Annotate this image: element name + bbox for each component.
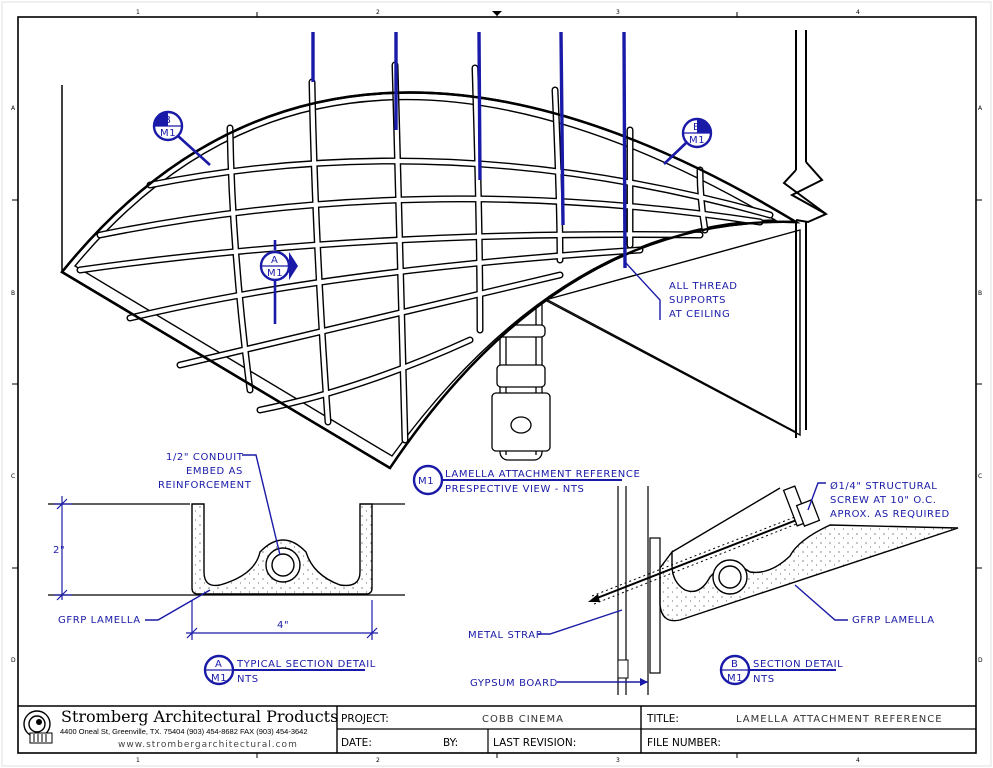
last-revision-label: LAST REVISION: xyxy=(493,737,576,749)
company-name: Stromberg Architectural Products xyxy=(61,707,338,726)
svg-text:M1: M1 xyxy=(211,673,227,684)
conduit-leader xyxy=(242,454,281,556)
gfrp-leader-right xyxy=(794,584,848,621)
section-marker-b-left: B M1 xyxy=(152,110,211,166)
structural-screw xyxy=(588,485,821,605)
svg-text:1/2" CONDUIT: 1/2" CONDUIT xyxy=(166,452,244,463)
svg-text:AT CEILING: AT CEILING xyxy=(669,309,730,320)
callout-m1: M1 LAMELLA ATTACHMENT REFERENCE PRESPECT… xyxy=(412,464,640,496)
grid-number-1-bottom: 1 xyxy=(136,757,140,764)
gfrp-leader-left xyxy=(145,589,211,621)
dim-4in: 4" xyxy=(277,620,289,631)
section-detail-b: Ø1/4" STRUCTURAL SCREW AT 10" O.C. APROX… xyxy=(468,480,959,695)
grid-ticks xyxy=(12,12,982,758)
svg-text:A: A xyxy=(271,255,278,266)
grid-number-2-bottom: 2 xyxy=(376,757,380,764)
svg-text:M1: M1 xyxy=(727,673,743,684)
wall-shadow-panel xyxy=(543,229,801,437)
svg-text:M1: M1 xyxy=(160,128,176,139)
svg-text:M1: M1 xyxy=(418,476,434,487)
dim-2in: 2" xyxy=(53,545,65,556)
section-marker-b-right: B M1 xyxy=(663,117,713,165)
date-label: DATE: xyxy=(341,737,372,749)
svg-text:REINFORCEMENT: REINFORCEMENT xyxy=(158,480,252,491)
grid-letter-c-right: C xyxy=(978,473,982,480)
svg-text:EMBED AS: EMBED AS xyxy=(186,466,243,477)
svg-text:ALL THREAD: ALL THREAD xyxy=(669,281,738,292)
all-thread-rods xyxy=(311,31,627,269)
title-block: Stromberg Architectural Products 4400 On… xyxy=(18,705,976,753)
metal-strap-leader xyxy=(538,609,623,635)
callout-a: A M1 TYPICAL SECTION DETAIL NTS xyxy=(203,654,376,686)
svg-text:A: A xyxy=(215,659,222,670)
company-address: 4400 Oneal St, Greenville, TX. 75404 (90… xyxy=(60,727,308,736)
company-website: www.strombergarchitectural.com xyxy=(118,740,298,750)
title-label: TITLE: xyxy=(646,713,679,725)
svg-text:M1: M1 xyxy=(267,268,283,279)
svg-text:B: B xyxy=(164,115,171,126)
gypsum-board-label: GYPSUM BOARD xyxy=(470,678,558,689)
grid-number-4-bottom: 4 xyxy=(856,757,860,764)
svg-text:M1: M1 xyxy=(689,135,705,146)
svg-text:B: B xyxy=(731,659,738,670)
typical-section-detail: 2" 4" 1/2" CONDUIT EMBED AS REINFORCEMEN… xyxy=(48,452,405,640)
grid-labels: 1 2 3 4 1 2 3 4 A B C D A B C D xyxy=(11,9,983,764)
all-thread-leader xyxy=(624,261,661,320)
project-label: PROJECT: xyxy=(341,713,389,725)
svg-text:LAMELLA ATTACHMENT REFERENCE: LAMELLA ATTACHMENT REFERENCE xyxy=(445,469,640,480)
svg-text:Ø1/4" STRUCTURAL: Ø1/4" STRUCTURAL xyxy=(830,480,937,492)
grid-letter-a-right: A xyxy=(978,105,983,112)
grid-number-3-bottom: 3 xyxy=(616,757,620,764)
grid-letter-c: C xyxy=(11,473,15,480)
all-thread-label: ALL THREAD SUPPORTS AT CEILING xyxy=(669,281,738,320)
svg-text:TYPICAL SECTION DETAIL: TYPICAL SECTION DETAIL xyxy=(236,659,376,670)
lamella-panel xyxy=(60,61,801,470)
svg-text:NTS: NTS xyxy=(237,674,259,685)
gfrp-label-left: GFRP LAMELLA xyxy=(58,615,141,626)
grid-number-3: 3 xyxy=(616,9,620,16)
svg-text:NTS: NTS xyxy=(753,674,775,685)
by-label: BY: xyxy=(443,737,458,749)
grid-letter-d-right: D xyxy=(978,657,983,664)
svg-text:SECTION DETAIL: SECTION DETAIL xyxy=(753,659,843,670)
svg-text:SUPPORTS: SUPPORTS xyxy=(669,295,726,306)
perspective-view: ALL THREAD SUPPORTS AT CEILING B M1 B M1 xyxy=(60,30,828,470)
svg-text:APROX. AS REQUIRED: APROX. AS REQUIRED xyxy=(830,509,950,520)
grid-letter-b-right: B xyxy=(978,290,982,297)
screw-leader xyxy=(807,482,826,511)
metal-strap-label: METAL STRAP xyxy=(468,630,542,641)
grid-number-1: 1 xyxy=(136,9,140,16)
company-logo xyxy=(23,710,53,744)
metal-strap xyxy=(649,537,661,674)
grid-number-4: 4 xyxy=(856,9,860,16)
callout-b: B M1 SECTION DETAIL NTS xyxy=(719,654,843,686)
svg-text:PRESPECTIVE VIEW - NTS: PRESPECTIVE VIEW - NTS xyxy=(445,484,584,495)
file-number-label: FILE NUMBER: xyxy=(647,737,721,749)
gfrp-label-right: GFRP LAMELLA xyxy=(852,615,935,626)
section-marker-a: A M1 xyxy=(259,240,298,324)
grid-number-2: 2 xyxy=(376,9,380,16)
center-marker xyxy=(492,11,502,16)
project-value: COBB CINEMA xyxy=(482,714,564,725)
grid-letter-a: A xyxy=(11,105,16,112)
lamella-profile-b xyxy=(659,524,959,622)
svg-text:B: B xyxy=(693,122,700,133)
title-value: LAMELLA ATTACHMENT REFERENCE xyxy=(736,714,943,725)
svg-text:SCREW AT 10" O.C.: SCREW AT 10" O.C. xyxy=(830,495,937,506)
grid-letter-d: D xyxy=(11,657,16,664)
grid-letter-b: B xyxy=(11,290,15,297)
